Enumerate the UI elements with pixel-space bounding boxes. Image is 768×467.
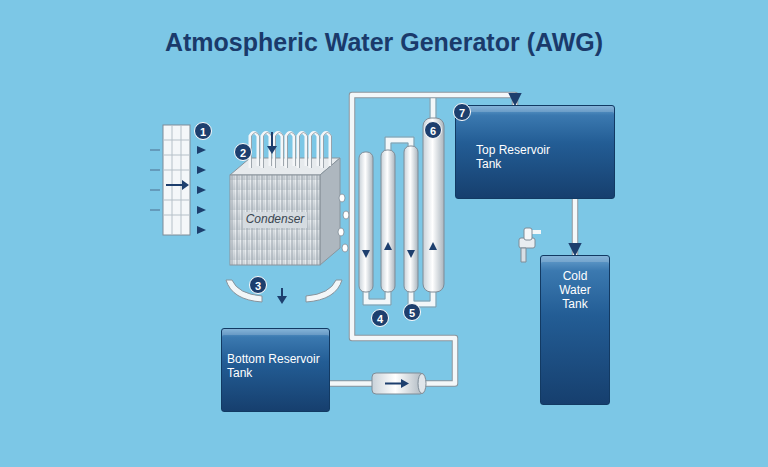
- diagram-title: Atmospheric Water Generator (AWG): [0, 28, 768, 57]
- condenser-box: Condenser: [230, 175, 320, 265]
- collection-tray: [226, 280, 342, 304]
- node-label: Cold Water Tank: [553, 270, 597, 311]
- callout-number: 3: [249, 276, 267, 294]
- callout-number: 7: [453, 103, 471, 121]
- faucet: [519, 228, 541, 262]
- reservoir-tank: Top Reservoir Tank: [455, 105, 615, 199]
- cold-water-tank: Cold Water Tank: [540, 255, 610, 405]
- node-label: Condenser: [243, 212, 308, 228]
- water-pipe: [573, 199, 578, 255]
- pipe-outline: [572, 199, 579, 255]
- callout-number: 2: [234, 143, 252, 161]
- filter-columns: [359, 95, 444, 307]
- pump: [372, 373, 426, 394]
- air-intake-grille: [150, 125, 206, 235]
- condenser-block: [230, 132, 349, 265]
- callout-number: 1: [194, 122, 212, 140]
- callout-number: 5: [403, 303, 421, 321]
- callout-number: 6: [424, 121, 442, 139]
- reservoir-tank: Bottom Reservoir Tank: [221, 328, 330, 412]
- node-label: Bottom Reservoir Tank: [227, 353, 323, 381]
- node-label: Top Reservoir Tank: [476, 144, 562, 172]
- callout-number: 4: [371, 309, 389, 327]
